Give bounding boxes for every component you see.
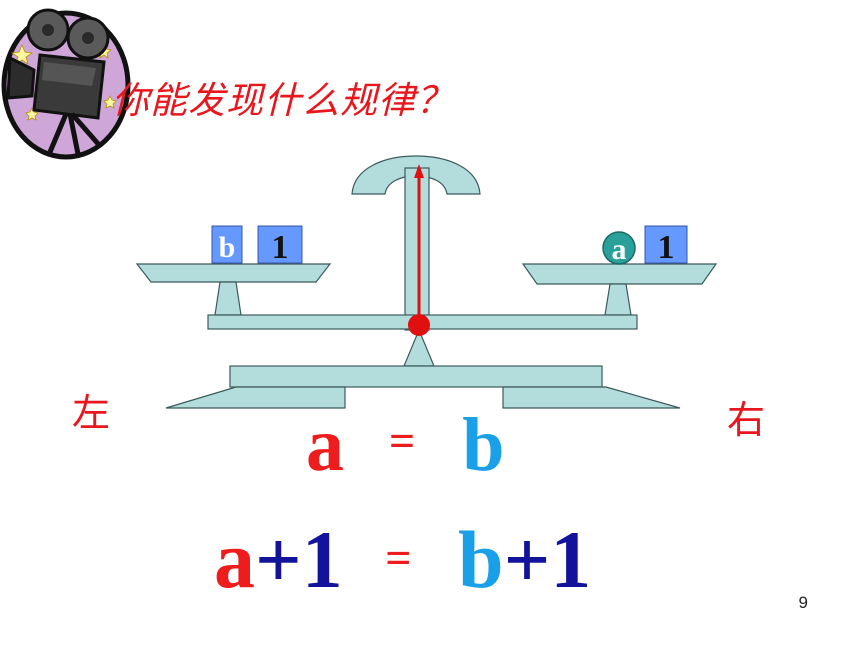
scale-foot-right <box>502 386 681 409</box>
equation-1: a = b <box>306 402 505 489</box>
ball-a-label: a <box>612 233 627 266</box>
eq2-right-plus-one: +1 <box>503 514 592 605</box>
left-block-one <box>257 225 303 264</box>
left-block-one-label: 1 <box>272 229 289 266</box>
right-label: 右 <box>727 398 766 442</box>
left-pan-support <box>214 281 242 316</box>
eq1-right: b <box>462 403 505 487</box>
scale-base-top <box>229 365 603 388</box>
scale-pivot-dot <box>408 314 430 336</box>
equation-2: a+1 = b+1 <box>214 513 591 607</box>
movie-camera-icon <box>1 8 131 160</box>
page-number: 9 <box>798 593 808 612</box>
scale-foot-left <box>165 386 346 409</box>
eq1-left: a <box>306 403 344 487</box>
right-block-one-label: 1 <box>658 229 675 266</box>
right-pan-support <box>604 283 632 316</box>
eq2-left-plus-one: +1 <box>255 514 343 605</box>
left-pan <box>135 263 332 283</box>
left-label: 左 <box>72 391 111 435</box>
block-b-label: b <box>219 231 236 264</box>
eq2-right-var: b <box>457 514 504 605</box>
eq2-sign: = <box>385 532 412 583</box>
eq2-left-var: a <box>214 514 255 605</box>
ball-a <box>602 231 636 265</box>
block-b <box>211 225 243 264</box>
right-pan <box>521 263 718 285</box>
scale-pointer-tip <box>414 164 424 178</box>
right-block-one <box>644 225 688 264</box>
scale-post <box>404 167 430 331</box>
page-title: 你能发现什么规律？ <box>112 79 454 122</box>
eq1-sign: = <box>389 415 416 466</box>
